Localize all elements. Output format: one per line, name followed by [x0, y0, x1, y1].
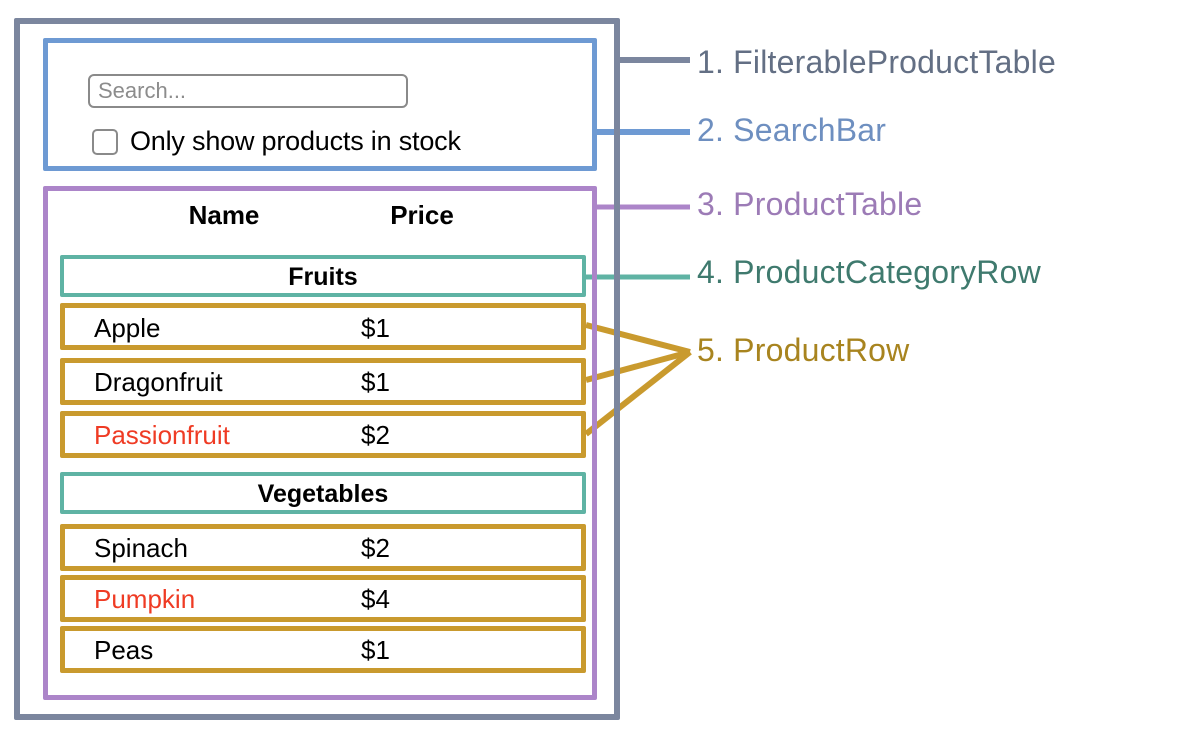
column-header-price: Price	[390, 200, 454, 230]
legend-item-search-bar: 2. SearchBar	[697, 112, 887, 148]
legend-item-product-row: 5. ProductRow	[697, 332, 910, 368]
product-row-boundary	[60, 411, 586, 458]
product-name: Dragonfruit	[94, 367, 223, 397]
legend-item-product-table: 3. ProductTable	[697, 186, 923, 222]
product-name: Pumpkin	[94, 584, 196, 614]
in-stock-filter[interactable]: Only show products in stock	[92, 126, 461, 157]
legend-item-product-category-row: 4. ProductCategoryRow	[697, 254, 1041, 290]
product-row-boundary	[60, 524, 586, 571]
product-name: Apple	[94, 313, 161, 343]
product-price: $1	[361, 313, 390, 343]
checkbox-icon[interactable]	[92, 128, 118, 155]
column-header-name: Name	[188, 200, 260, 230]
product-category-row-boundary-fruits	[60, 255, 586, 297]
product-category-row-boundary-vegetables	[60, 472, 586, 514]
product-table-boundary	[43, 186, 597, 700]
product-price: $1	[361, 635, 390, 665]
filterable-product-table-boundary	[14, 18, 620, 720]
product-name: Passionfruit	[94, 420, 230, 450]
search-bar-boundary	[43, 38, 597, 171]
product-price: $4	[361, 584, 390, 614]
product-name: Peas	[94, 635, 154, 665]
product-price: $2	[361, 420, 390, 450]
product-category-row-label: Fruits	[288, 263, 358, 291]
product-name: Spinach	[94, 533, 188, 563]
product-category-row-label: Vegetables	[257, 480, 389, 508]
product-row-boundary	[60, 626, 586, 673]
product-price: $1	[361, 367, 390, 397]
legend-item-filterable-product-table: 1. FilterableProductTable	[697, 44, 1056, 80]
product-price: $2	[361, 533, 390, 563]
product-row-boundary	[60, 358, 586, 405]
in-stock-filter-label: Only show products in stock	[130, 126, 461, 156]
search-input[interactable]	[88, 74, 408, 108]
product-row-boundary	[60, 575, 586, 622]
product-row-boundary	[60, 303, 586, 350]
